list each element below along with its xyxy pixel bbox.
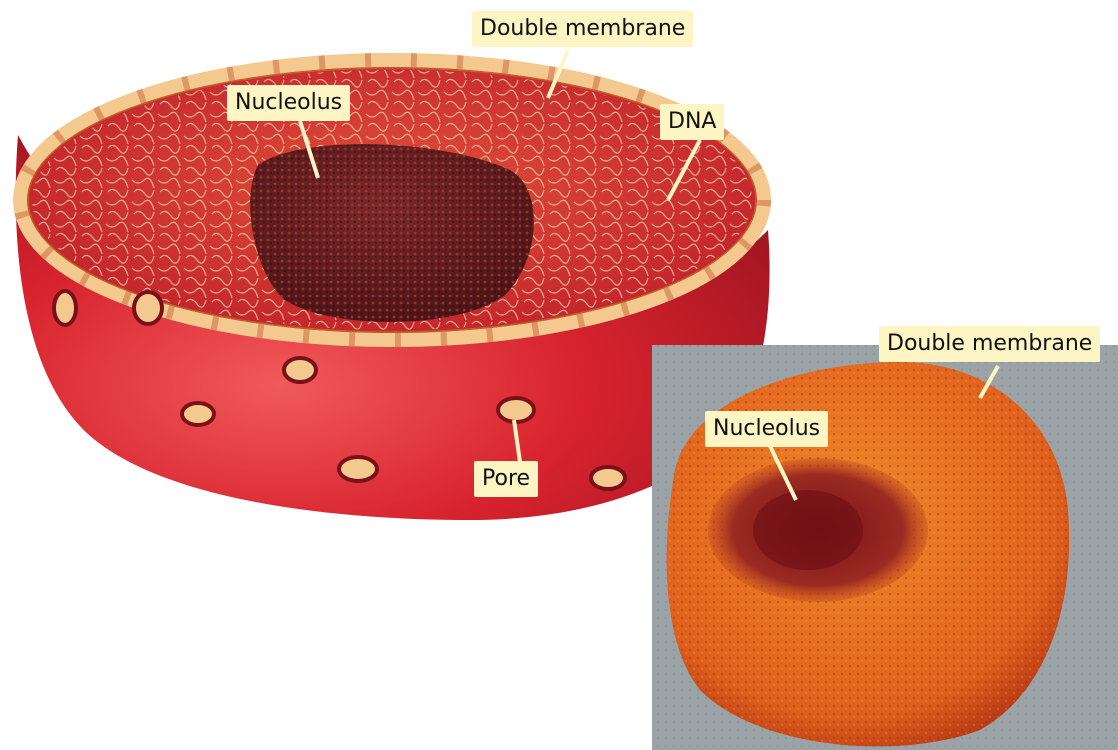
label-double-membrane-micrograph: Double membrane — [879, 326, 1100, 362]
pore — [284, 358, 316, 382]
nucleus-micrograph — [652, 345, 1118, 750]
label-pore: Pore — [474, 461, 538, 497]
pore — [182, 403, 214, 425]
nucleolus-texture — [250, 144, 534, 322]
pore — [134, 292, 162, 324]
micrograph-nucleolus-core — [753, 490, 863, 570]
pore — [54, 291, 76, 325]
label-dna: DNA — [660, 104, 724, 140]
pore — [498, 398, 534, 422]
label-double-membrane-illustration: Double membrane — [472, 11, 693, 47]
pore — [591, 467, 625, 489]
label-nucleolus-illustration: Nucleolus — [227, 85, 350, 121]
pore — [339, 457, 377, 481]
label-nucleolus-micrograph: Nucleolus — [705, 411, 828, 447]
